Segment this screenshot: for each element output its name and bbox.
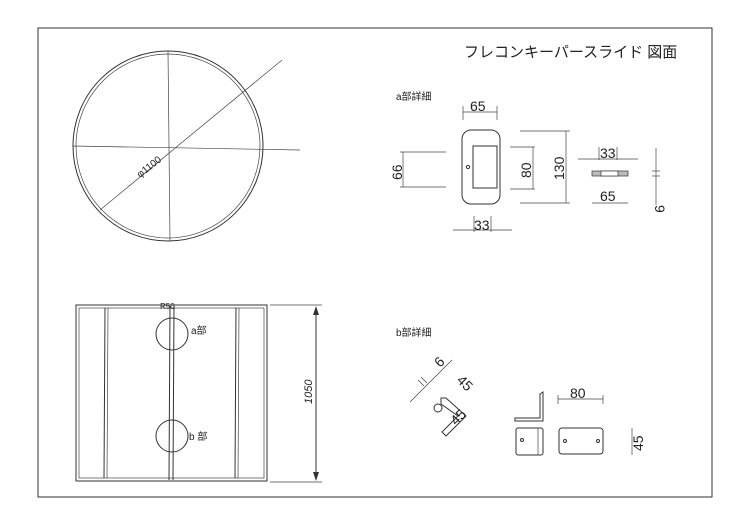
svg-text:65: 65 [470,98,486,114]
callout-a-label: a部 [191,324,207,337]
detail-a: a部詳細 65 66 80 130 33 33 65 9 [389,90,668,233]
detail-b-heading: b部詳細 [396,326,432,339]
svg-text:45: 45 [454,372,476,394]
side-view: R50 a部 b 部 1050 [75,302,322,483]
callout-b-label: b 部 [189,430,207,443]
height-label: 1050 [303,379,315,404]
callout-b-circle [155,419,189,453]
sheet-border [37,27,713,498]
svg-text:130: 130 [551,156,567,180]
detail-a-heading: a部詳細 [396,90,432,103]
radius-label: R50 [160,302,175,311]
drawing-title: フレコンキーパースライド 図面 [464,44,677,61]
svg-text:80: 80 [518,162,534,178]
svg-text:9: 9 [652,205,668,213]
callout-a-circle [155,317,189,351]
detail-b: b部詳細 6 45 45 80 45 [396,326,646,456]
svg-text:66: 66 [389,164,405,180]
svg-text:65: 65 [600,188,616,204]
svg-text:33: 33 [600,145,616,161]
diameter-label: φ1100 [135,154,164,180]
svg-text:33: 33 [474,217,490,233]
svg-text:45: 45 [447,406,469,428]
svg-text:80: 80 [570,385,586,401]
svg-text:45: 45 [630,435,646,451]
top-view: φ1100 [72,50,301,242]
svg-text:6: 6 [431,353,448,370]
